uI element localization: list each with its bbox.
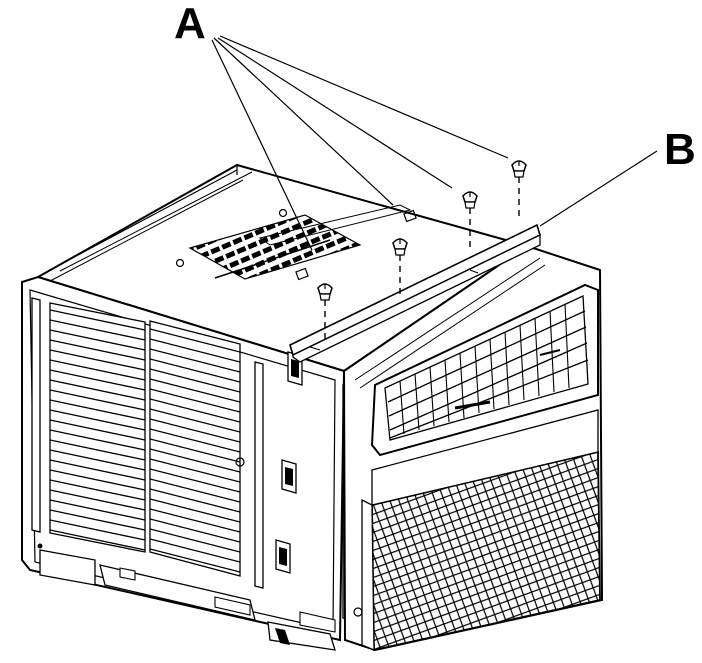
screw-1 (317, 283, 333, 340)
front-air-outlet (370, 283, 599, 457)
rear-louver-left (49, 302, 146, 553)
front-intake-grille (353, 409, 601, 652)
callout-a-leaders (211, 35, 509, 251)
screws (317, 160, 527, 340)
top-mounting-bracket (289, 223, 541, 363)
screw-3 (462, 191, 478, 250)
screw-2 (392, 238, 408, 295)
callout-a-label: A (174, 0, 206, 48)
callout-b-leader (539, 150, 658, 227)
callout-b-label: B (664, 125, 696, 174)
screw-4 (511, 160, 527, 220)
side-tabs (275, 351, 303, 574)
rear-louver-right (149, 320, 241, 577)
